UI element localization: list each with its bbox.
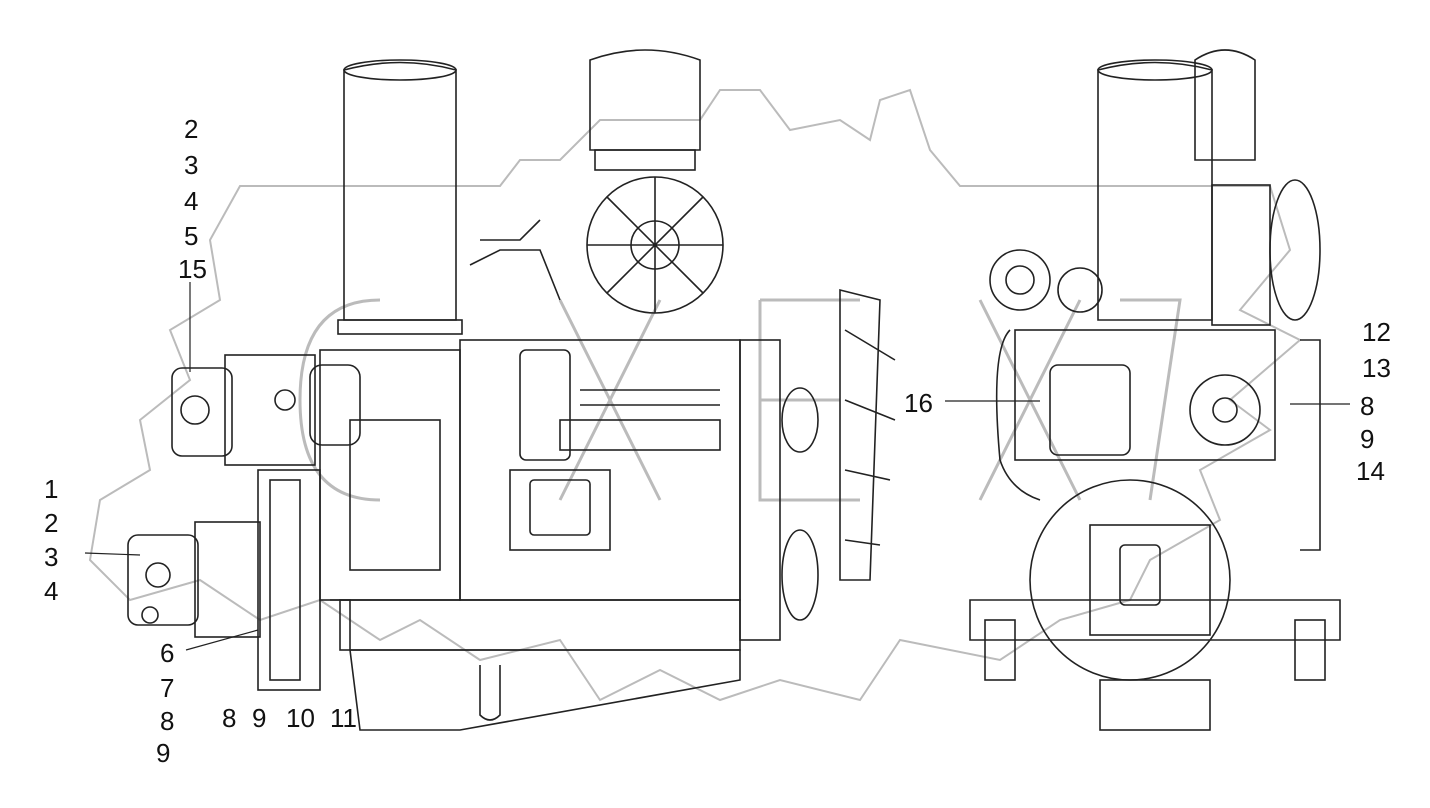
callout-9-right-mid: 9 <box>1360 424 1375 454</box>
callout-2-left-mid: 2 <box>44 508 59 538</box>
right-engine-front-view <box>969 49 1341 731</box>
callout-4-left-mid: 4 <box>44 576 59 606</box>
callout-12-right-top: 12 <box>1362 317 1391 347</box>
watermark-gear <box>88 88 1302 702</box>
callout-10-bottom-row: 10 <box>286 703 315 733</box>
watermark-letters <box>298 298 1182 502</box>
callout-5-left-top: 5 <box>184 221 199 251</box>
callout-8-bottom-row: 8 <box>222 703 237 733</box>
leader-lines <box>84 282 1350 651</box>
callout-4-left-top: 4 <box>184 186 199 216</box>
callout-6-bottom-left: 6 <box>160 638 175 668</box>
callout-7-bottom-left: 7 <box>160 673 175 703</box>
callout-11-bottom-row: 11 <box>330 703 357 733</box>
callout-2-left-top: 2 <box>184 114 199 144</box>
callout-8-right-mid: 8 <box>1360 391 1375 421</box>
callout-16-right-side: 16 <box>904 388 933 418</box>
left-engine-side-view <box>127 49 896 731</box>
callout-3-left-top: 3 <box>184 150 199 180</box>
callout-14-right-mid: 14 <box>1356 456 1385 486</box>
callout-15-left-top: 15 <box>178 254 207 284</box>
callout-9-bottom-row: 9 <box>252 703 267 733</box>
callout-3-left-mid: 3 <box>44 542 59 572</box>
callout-13-right-top: 13 <box>1362 353 1391 383</box>
callout-8-bottom-left: 8 <box>160 706 175 736</box>
callout-9-bottom-left: 9 <box>156 738 171 768</box>
callout-1-left-mid: 1 <box>44 474 59 504</box>
